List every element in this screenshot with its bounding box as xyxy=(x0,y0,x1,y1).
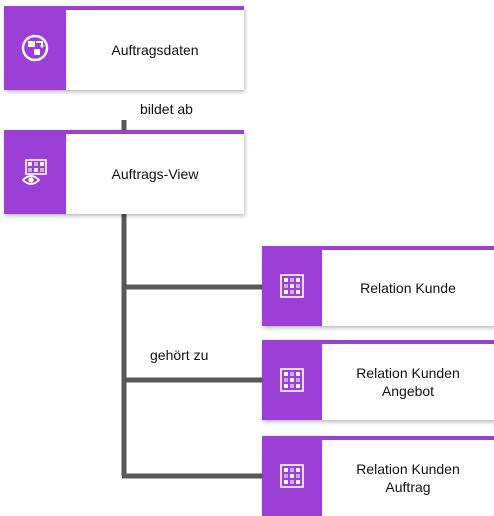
relation-grid-icon xyxy=(280,464,304,488)
relation-grid-icon xyxy=(280,368,304,392)
node-label-relation-kunden-auftrag: Relation Kunden Auftrag xyxy=(356,461,460,495)
view-grid-eye-icon xyxy=(21,159,47,185)
node-label-auftragsdaten: Auftragsdaten xyxy=(111,42,199,58)
node-label-relation-kunde: Relation Kunde xyxy=(360,280,456,296)
node-auftrags-view[interactable]: Auftrags-View xyxy=(4,130,244,214)
relation-grid-icon xyxy=(280,274,304,298)
relation-grid-icon-tile xyxy=(262,340,322,420)
node-auftragsdaten[interactable]: Auftragsdaten xyxy=(4,6,244,90)
node-label-relation-kunden-angebot: Relation Kunden Angebot xyxy=(356,365,460,399)
edge-label-gehoert-zu: gehört zu xyxy=(150,347,209,363)
node-relation-kunden-auftrag[interactable]: Relation Kunden Auftrag xyxy=(262,436,494,516)
relation-grid-icon-tile xyxy=(262,436,322,516)
data-flow-icon xyxy=(21,34,49,62)
data-flow-icon-tile xyxy=(4,6,66,90)
node-relation-kunden-angebot[interactable]: Relation Kunden Angebot xyxy=(262,340,494,420)
edge-label-bildet-ab: bildet ab xyxy=(140,101,193,117)
relation-grid-icon-tile xyxy=(262,246,322,326)
view-grid-eye-icon-tile xyxy=(4,130,66,214)
node-relation-kunde[interactable]: Relation Kunde xyxy=(262,246,494,326)
node-label-auftrags-view: Auftrags-View xyxy=(111,166,199,182)
